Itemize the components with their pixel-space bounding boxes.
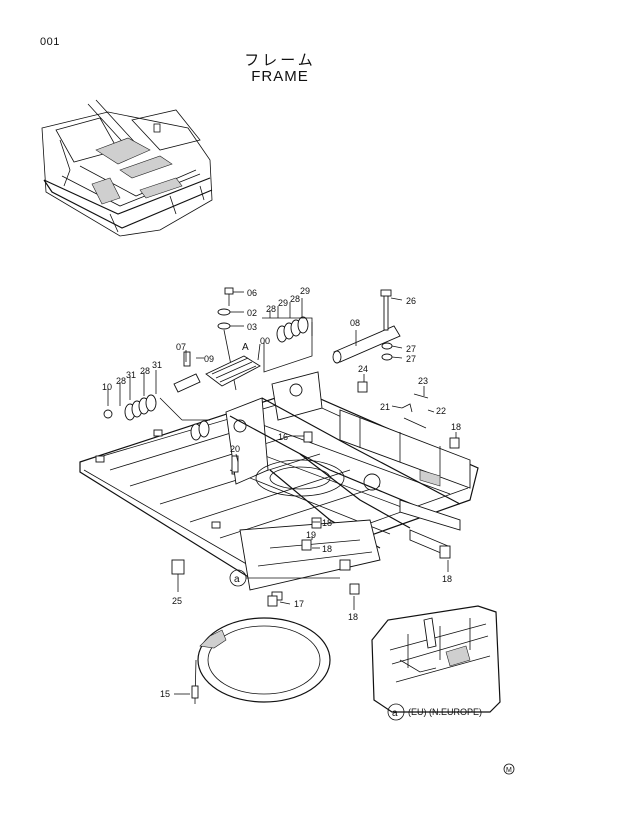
top-hardware xyxy=(173,287,313,393)
leader-lines xyxy=(107,291,457,695)
title-english: FRAME xyxy=(251,68,309,85)
callout-28d: 28 xyxy=(140,366,150,376)
callout-22: 22 xyxy=(436,406,446,416)
callout-02: 02 xyxy=(247,308,257,318)
callout-18d: 18 xyxy=(348,612,358,622)
callout-21: 21 xyxy=(380,402,390,412)
callout-23: 23 xyxy=(418,376,428,386)
callout-19: 19 xyxy=(306,530,316,540)
callout-27a: 27 xyxy=(406,344,416,354)
callout-31b: 31 xyxy=(152,360,162,370)
callout-08: 08 xyxy=(350,318,360,328)
detail-inset: a (EU) (N.EUROPE) xyxy=(371,605,501,721)
callout-28a: 28 xyxy=(266,304,276,314)
callout-17: 17 xyxy=(294,599,304,609)
callout-09: 09 xyxy=(204,354,214,364)
detail-caption: (EU) (N.EUROPE) xyxy=(408,707,482,717)
callout-10: 10 xyxy=(102,382,112,392)
callout-00: 00 xyxy=(260,336,270,346)
pin-assembly xyxy=(332,289,401,364)
manufacturer-mark: M xyxy=(503,763,515,775)
reference-marker-a: a xyxy=(229,569,247,587)
callout-26: 26 xyxy=(406,296,416,306)
callout-labels: 06 02 03 26 28 29 28 29 08 07 09 00 A 27… xyxy=(102,286,461,699)
callout-29a: 29 xyxy=(278,298,288,308)
callout-31a: 31 xyxy=(126,370,136,380)
reference-marker-a-label: a xyxy=(234,574,240,585)
right-hardware xyxy=(171,381,460,607)
machine-thumbnail xyxy=(41,99,213,237)
callout-07: 07 xyxy=(176,342,186,352)
callout-18c: 18 xyxy=(322,544,332,554)
spring-sets xyxy=(103,316,309,441)
callout-24: 24 xyxy=(358,364,368,374)
callout-A: A xyxy=(242,342,249,353)
callout-06: 06 xyxy=(247,288,257,298)
callout-18a: 18 xyxy=(451,422,461,432)
callout-18e: 18 xyxy=(442,574,452,584)
callout-18b: 18 xyxy=(322,518,332,528)
callout-16: 16 xyxy=(278,432,288,442)
callout-20: 20 xyxy=(230,444,240,454)
main-frame xyxy=(79,371,479,601)
manufacturer-mark-label: M xyxy=(506,767,512,774)
swing-ring xyxy=(191,617,331,704)
callout-28c: 28 xyxy=(116,376,126,386)
callout-15: 15 xyxy=(160,689,170,699)
callout-27b: 27 xyxy=(406,354,416,364)
callout-28b: 28 xyxy=(290,294,300,304)
callout-25: 25 xyxy=(172,596,182,606)
callout-03: 03 xyxy=(247,322,257,332)
callout-29b: 29 xyxy=(300,286,310,296)
page-number: 001 xyxy=(40,36,60,48)
title-japanese: フレーム xyxy=(244,51,316,69)
detail-ref-a: a xyxy=(392,708,398,719)
